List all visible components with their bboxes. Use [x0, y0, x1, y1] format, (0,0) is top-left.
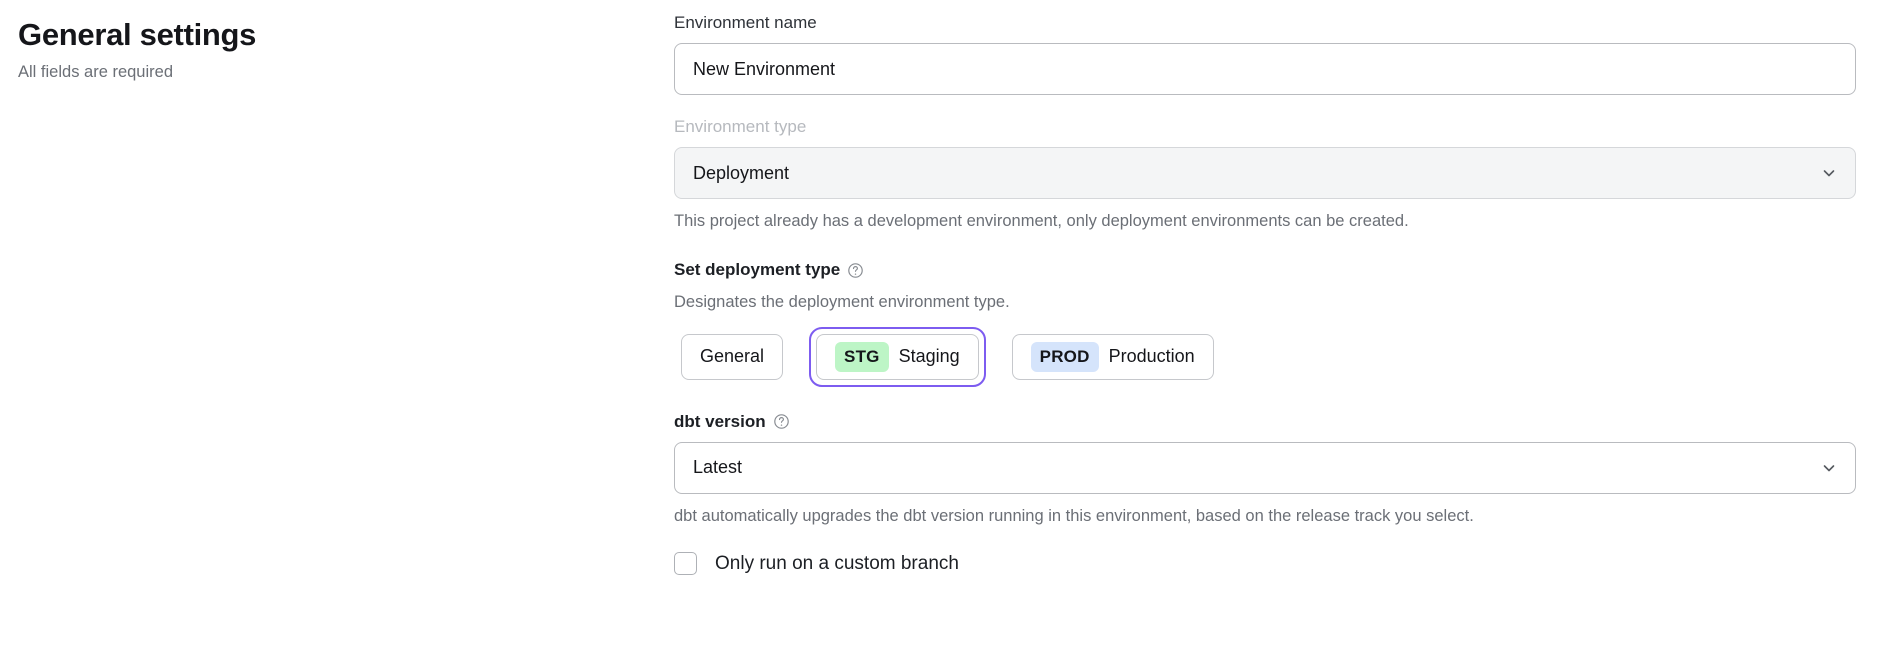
staging-badge: STG	[835, 341, 889, 372]
custom-branch-label[interactable]: Only run on a custom branch	[715, 553, 959, 575]
custom-branch-checkbox[interactable]	[674, 552, 697, 576]
deployment-type-option-production-wrap: PROD Production	[1005, 327, 1221, 387]
deployment-type-description: Designates the deployment environment ty…	[674, 292, 1010, 311]
environment-type-value: Deployment	[693, 162, 790, 183]
field-environment-type: Environment type Deployment This project…	[674, 116, 1856, 232]
dbt-version-helper-text: dbt automatically upgrades the dbt versi…	[674, 506, 1474, 525]
deployment-type-option-production-label: Production	[1108, 346, 1195, 367]
dbt-version-select[interactable]: Latest	[674, 441, 1856, 494]
page-title: General settings	[18, 17, 257, 52]
environment-type-helper-text: This project already has a development e…	[674, 212, 1409, 231]
custom-branch-row: Only run on a custom branch	[674, 552, 1856, 576]
environment-type-select[interactable]: Deployment	[674, 147, 1856, 200]
deployment-type-option-staging-wrap: STG Staging	[809, 326, 986, 387]
dbt-version-value: Latest	[693, 457, 743, 478]
chevron-down-icon	[1821, 165, 1837, 181]
deployment-type-option-staging-label: Staging	[898, 346, 960, 367]
spacer	[674, 95, 1856, 116]
page-subtitle: All fields are required	[18, 63, 173, 82]
dbt-version-label: dbt version	[674, 411, 766, 431]
field-deployment-type: Set deployment type Designates the deplo…	[674, 259, 1856, 387]
general-settings-form: Environment name New Environment Environ…	[674, 12, 1856, 576]
environment-name-label: Environment name	[674, 13, 817, 32]
settings-header: General settings All fields are required	[18, 16, 578, 84]
spacer	[674, 387, 1856, 411]
environment-type-label: Environment type	[674, 117, 807, 137]
deployment-type-label: Set deployment type	[674, 260, 841, 280]
deployment-type-label-row: Set deployment type	[674, 259, 1856, 281]
deployment-type-option-group: General STG Staging PROD Production	[674, 326, 1856, 387]
field-dbt-version: dbt version Latest dbt automatica	[674, 411, 1856, 527]
environment-name-value: New Environment	[693, 58, 836, 79]
deployment-type-option-general-label: General	[700, 346, 765, 367]
spacer	[674, 232, 1856, 259]
help-circle-icon[interactable]	[847, 262, 864, 279]
help-circle-icon[interactable]	[773, 413, 790, 430]
dbt-version-label-row: dbt version	[674, 411, 1856, 433]
deployment-type-option-general[interactable]: General	[681, 333, 784, 380]
environment-name-input[interactable]: New Environment	[674, 43, 1856, 96]
chevron-down-icon	[1821, 460, 1837, 476]
deployment-type-option-production[interactable]: PROD Production	[1011, 333, 1214, 380]
field-environment-name: Environment name New Environment	[674, 12, 1856, 96]
production-badge: PROD	[1030, 341, 1099, 372]
deployment-type-option-general-wrap: General	[674, 327, 790, 387]
deployment-type-option-staging[interactable]: STG Staging	[816, 333, 979, 380]
